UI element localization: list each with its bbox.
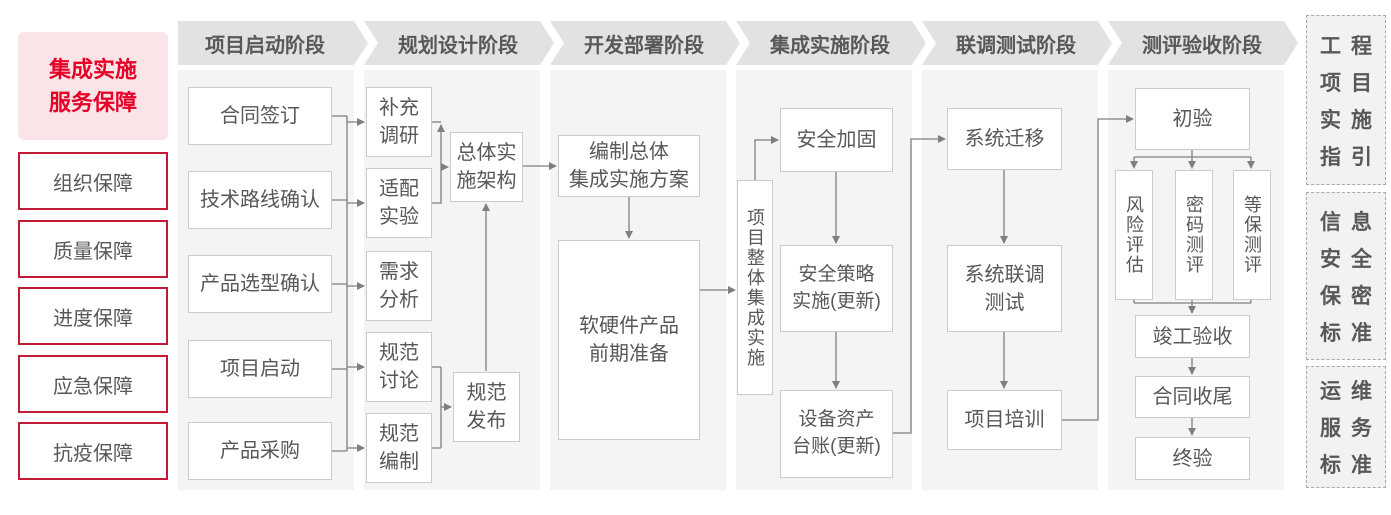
standard-char: 准 (1351, 321, 1372, 345)
flow-node-overall-integration-plan: 编制总体 集成实施方案 (558, 135, 700, 197)
phase-header-label: 联调测试阶段 (956, 34, 1076, 57)
flow-node-product-selection-confirm: 产品选型确认 (188, 255, 332, 313)
standard-char: 密 (1351, 284, 1372, 308)
phase-header-label: 项目启动阶段 (205, 34, 325, 57)
flow-node-system-joint-testing: 系统联调 测试 (947, 245, 1062, 332)
flow-node-project-kickoff: 项目启动 (188, 340, 332, 398)
standard-char: 指 (1320, 145, 1341, 169)
flow-node-spec-discussion: 规范 讨论 (366, 332, 432, 402)
standard-text: 信息安全保密标准 (1320, 206, 1372, 347)
flow-node-mlps-evaluation: 等保测评 (1233, 170, 1271, 300)
flow-node-product-procurement: 产品采购 (188, 422, 332, 480)
phase-header-eval-acceptance: 测评验收阶段 (1108, 21, 1298, 65)
standard-char: 准 (1351, 454, 1372, 477)
guarantee-item-quality: 质量保障 (18, 220, 168, 278)
flow-node-security-policy-implementation: 安全策略 实施(更新) (780, 245, 893, 332)
phase-header-label: 规划设计阶段 (398, 34, 518, 57)
flow-node-contract-signing: 合同签订 (188, 87, 332, 145)
guarantee-item-organization: 组织保障 (18, 152, 168, 210)
standard-char: 维 (1351, 380, 1372, 403)
standard-char: 标 (1320, 454, 1341, 477)
standard-char: 程 (1351, 34, 1372, 58)
standard-char: 项 (1320, 71, 1341, 95)
flow-node-equipment-asset-ledger: 设备资产 台账(更新) (780, 390, 893, 478)
standard-char: 运 (1320, 380, 1341, 403)
flow-node-completion-acceptance: 竣工验收 (1135, 315, 1250, 358)
phase-header-label: 集成实施阶段 (770, 34, 890, 57)
flow-node-initial-acceptance: 初验 (1135, 88, 1250, 150)
phase-header-project-kickoff: 项目启动阶段 (178, 21, 368, 65)
standard-char: 引 (1351, 145, 1372, 169)
flow-node-contract-closure: 合同收尾 (1135, 376, 1250, 418)
standard-text: 工程项目实施指引 (1320, 30, 1372, 171)
standard-box-engineering-guide: 工程项目实施指引 (1306, 15, 1386, 185)
standard-char: 目 (1351, 71, 1372, 95)
flow-node-hw-sw-preparation: 软硬件产品 前期准备 (558, 240, 700, 440)
flow-node-spec-drafting: 规范 编制 (366, 413, 432, 483)
phase-header-joint-test: 联调测试阶段 (922, 21, 1112, 65)
flow-node-spec-release: 规范 发布 (453, 372, 520, 442)
phase-header-integration-impl: 集成实施阶段 (736, 21, 926, 65)
phase-header-label: 测评验收阶段 (1142, 34, 1262, 57)
standard-text: 运维服务标准 (1320, 375, 1372, 479)
standard-char: 务 (1351, 417, 1372, 440)
flow-node-risk-assessment: 风险评估 (1115, 170, 1153, 300)
flow-node-adaptation-test: 适配 实验 (366, 168, 432, 238)
standard-char: 服 (1320, 417, 1341, 440)
standard-char: 施 (1351, 108, 1372, 132)
standard-char: 标 (1320, 321, 1341, 345)
standard-box-ops-service: 运维服务标准 (1306, 366, 1386, 488)
standard-char: 安 (1320, 247, 1341, 271)
flow-node-tech-route-confirm: 技术路线确认 (188, 171, 332, 229)
flow-node-final-acceptance: 终验 (1135, 437, 1250, 480)
guarantee-item-schedule: 进度保障 (18, 287, 168, 345)
standard-char: 实 (1320, 108, 1341, 132)
flow-node-crypto-evaluation: 密码测评 (1175, 170, 1213, 300)
flow-node-overall-architecture: 总体实 施架构 (450, 132, 523, 202)
phase-header-dev-deploy: 开发部署阶段 (550, 21, 740, 65)
standard-char: 保 (1320, 284, 1341, 308)
phase-header-label: 开发部署阶段 (584, 34, 704, 57)
flow-node-requirement-analysis: 需求 分析 (366, 251, 432, 321)
flow-node-system-migration: 系统迁移 (947, 108, 1062, 170)
standard-char: 信 (1320, 210, 1341, 234)
flow-node-overall-integration-implementation: 项目整体集成实施 (737, 180, 773, 395)
guarantee-item-epidemic: 抗疫保障 (18, 422, 168, 480)
flow-node-project-training: 项目培训 (947, 390, 1062, 450)
phase-header-planning-design: 规划设计阶段 (364, 21, 554, 65)
diagram-title: 集成实施 服务保障 (18, 32, 168, 140)
standard-char: 工 (1320, 34, 1341, 58)
standard-char: 息 (1351, 210, 1372, 234)
standard-char: 全 (1351, 247, 1372, 271)
flow-node-supplementary-research: 补充 调研 (366, 87, 432, 157)
flow-node-security-hardening: 安全加固 (780, 108, 893, 172)
standard-box-infosec-confidentiality: 信息安全保密标准 (1306, 192, 1386, 360)
guarantee-item-emergency: 应急保障 (18, 355, 168, 413)
